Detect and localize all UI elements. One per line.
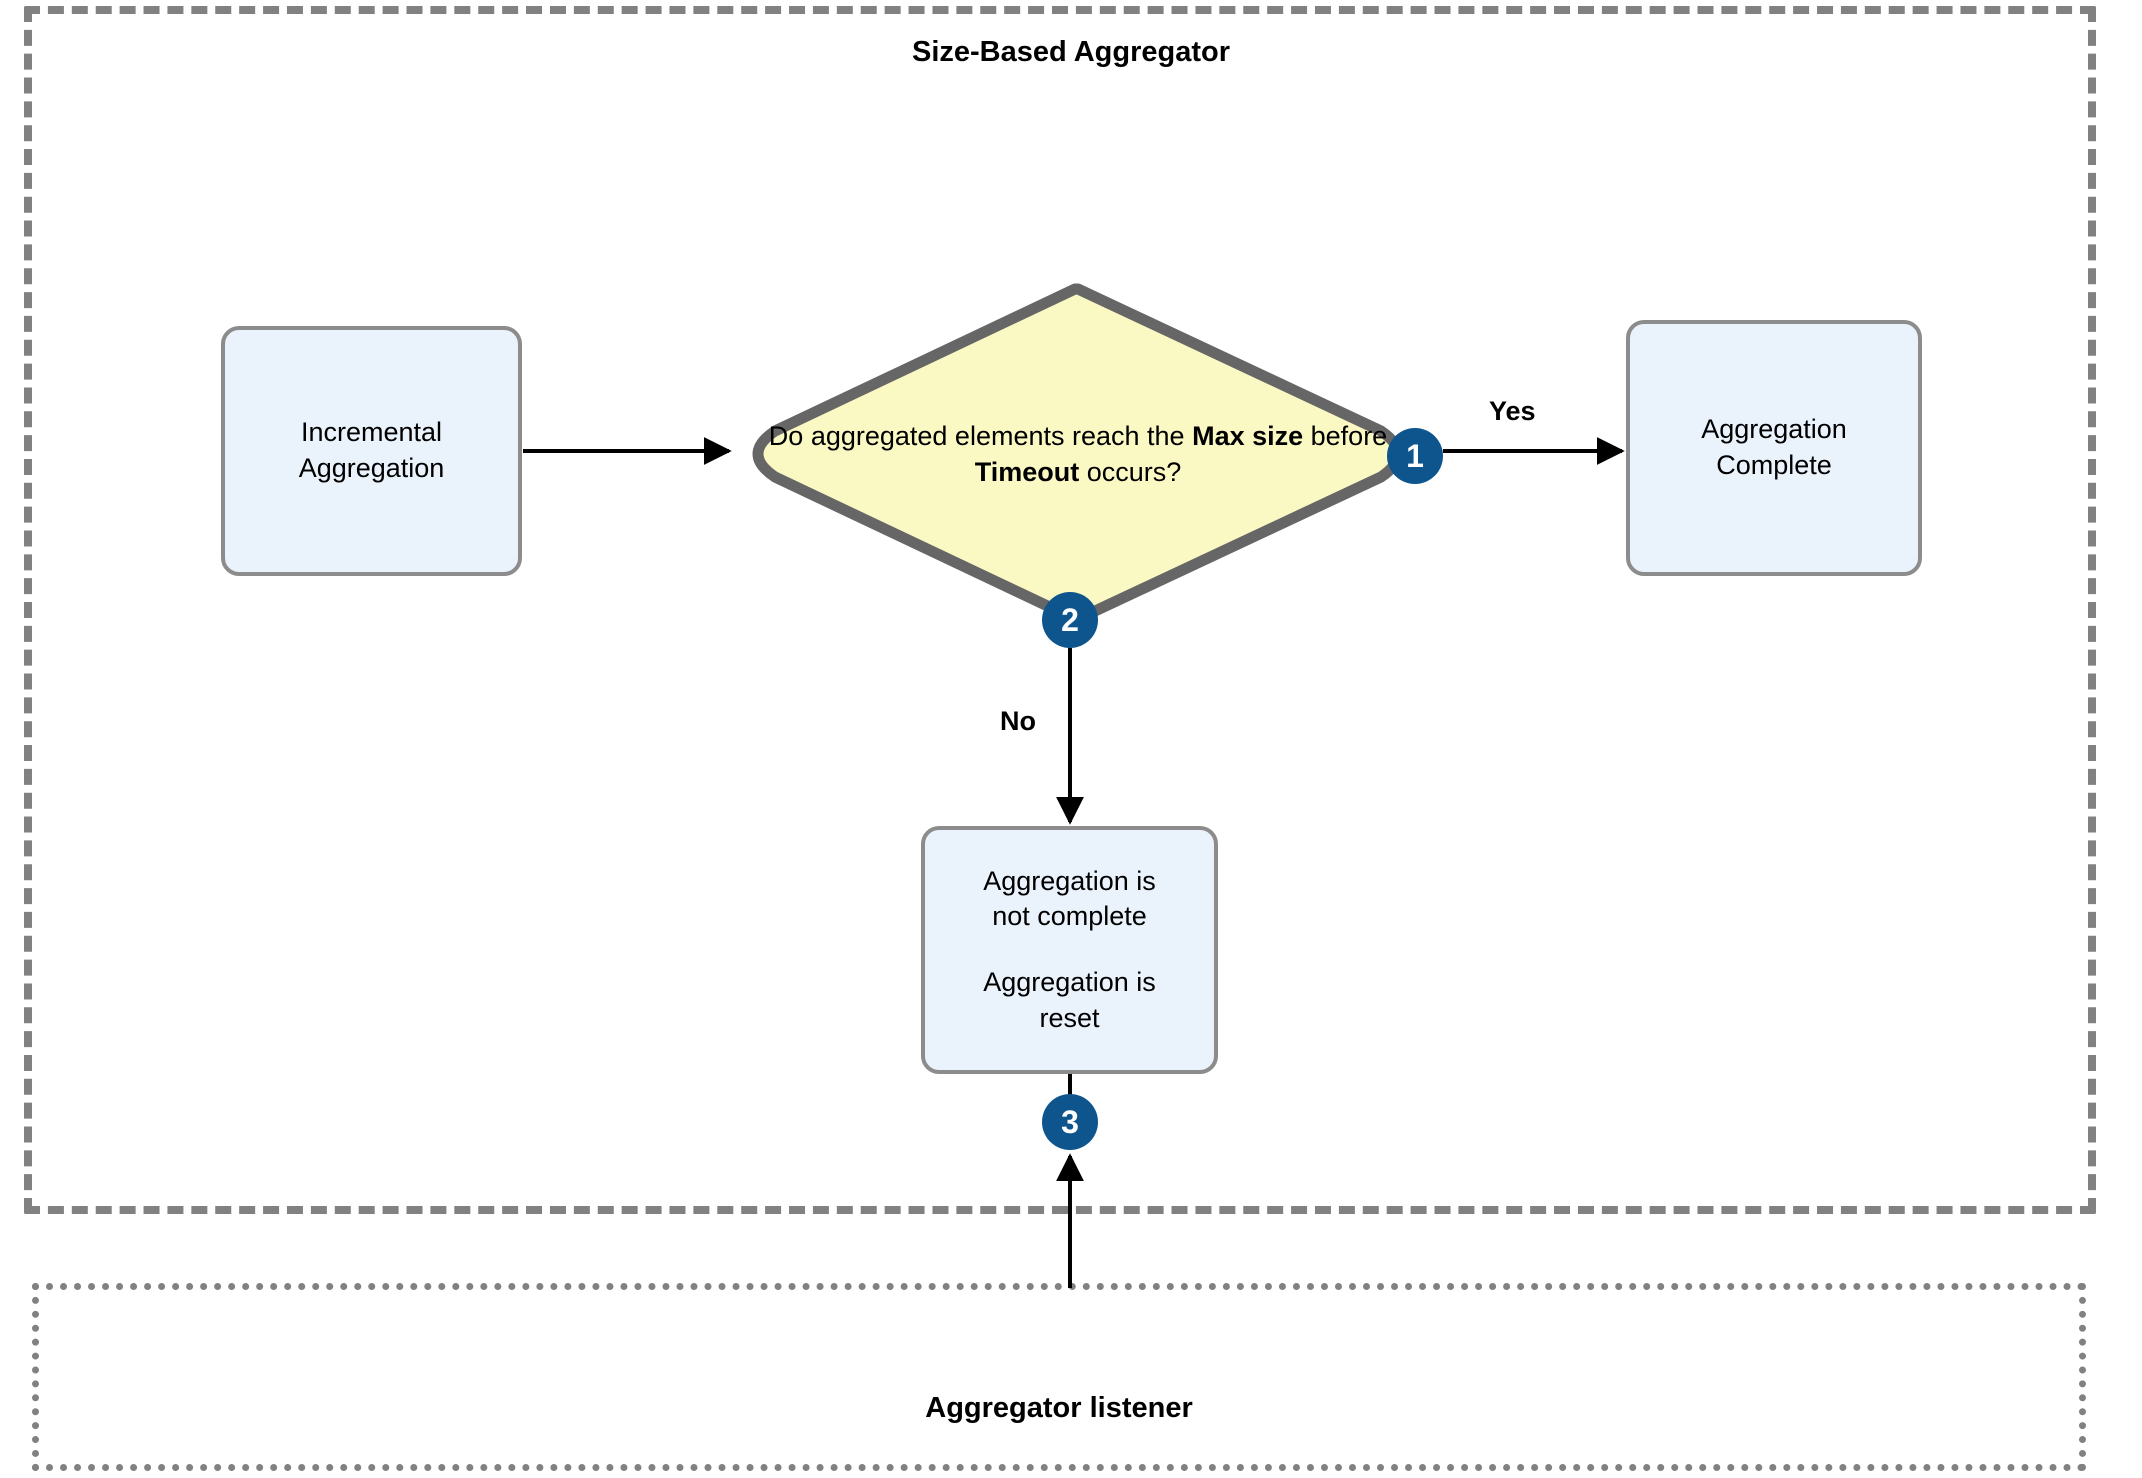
node-reset-paragraph-1: Aggregation is not complete [983,864,1156,935]
node-text-line: Aggregation is [983,865,1156,896]
node-aggregation-complete-text: Aggregation Complete [1701,412,1847,483]
node-text-line: Aggregation [298,453,445,483]
node-text-line: Aggregation is [983,967,1156,997]
container-aggregator-listener [32,1283,2086,1471]
node-text-line: reset [1039,1002,1100,1033]
node-aggregation-not-complete-reset[interactable]: Aggregation is not complete Aggregation … [921,826,1218,1074]
step-badge-1-number: 1 [1406,438,1424,474]
step-badge-1[interactable]: 1 [1387,428,1443,484]
step-badge-2[interactable]: 2 [1042,592,1098,648]
node-text-line: Complete [1716,450,1832,480]
decision-text-bold-timeout: Timeout [974,457,1080,487]
node-decision-text: Do aggregated elements reach the Max siz… [733,281,1423,627]
decision-text-bold-max-size: Max size [1192,420,1304,451]
edge-label-no: No [1000,706,1036,736]
container-size-based-aggregator [24,6,2096,1214]
node-aggregation-complete[interactable]: Aggregation Complete [1626,320,1922,576]
node-text-line: not complete [992,901,1147,932]
node-text-line: Aggregation [1701,414,1847,445]
decision-text-part2: before [1303,420,1388,451]
container-title-aggregator-listener: Aggregator listener [925,1392,1193,1424]
node-incremental-aggregation[interactable]: Incremental Aggregation [221,326,522,576]
node-incremental-aggregation-text: Incremental Aggregation [299,415,445,486]
node-text-line: Incremental [300,417,443,448]
node-reset-paragraph-2: Aggregation is reset [983,965,1156,1036]
edge-label-yes: Yes [1489,396,1536,426]
decision-text-part1: Do aggregated elements reach the [768,420,1193,451]
step-badge-2-number: 2 [1061,602,1079,638]
container-title-size-based-aggregator: Size-Based Aggregator [912,36,1230,68]
step-badge-3[interactable]: 3 [1042,1094,1098,1150]
decision-text-part3: occurs? [1079,457,1182,487]
step-badge-3-number: 3 [1061,1104,1079,1140]
node-decision-max-size-timeout[interactable]: Do aggregated elements reach the Max siz… [733,281,1423,627]
